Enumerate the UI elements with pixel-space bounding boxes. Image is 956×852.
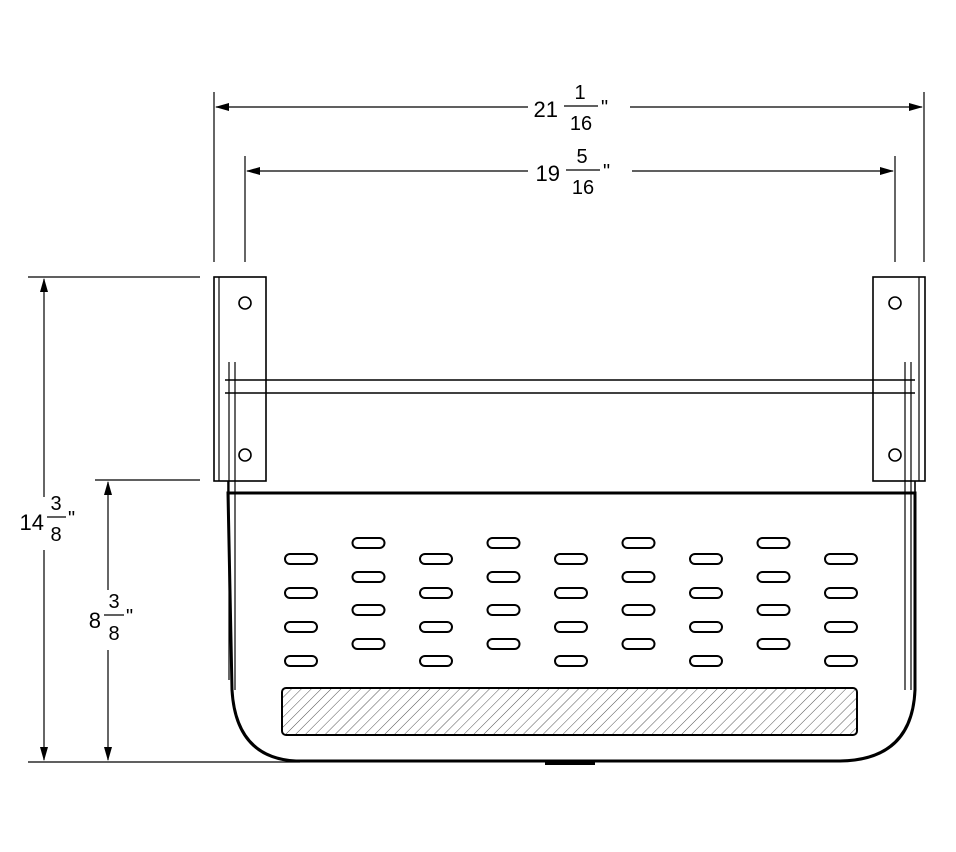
overall-width-whole: 21 xyxy=(534,97,558,122)
inner-width-unit: " xyxy=(603,161,610,183)
overall-width-numerator: 1 xyxy=(574,82,585,104)
tread-slot-pattern xyxy=(284,537,858,667)
tread-slot xyxy=(621,604,656,616)
step-height-numerator: 3 xyxy=(108,591,119,613)
tread-slot xyxy=(284,587,318,599)
left-lower-bolt-hole xyxy=(238,448,252,462)
tread-slot xyxy=(824,655,858,667)
tread-slot xyxy=(824,553,858,565)
tread-slot xyxy=(351,537,386,549)
inner-width-denominator: 16 xyxy=(572,177,594,199)
tread-slot xyxy=(554,587,588,599)
tread-slot xyxy=(351,604,386,616)
left-upper-bolt-hole xyxy=(238,296,252,310)
step-height-whole: 8 xyxy=(89,608,101,633)
overall-height-dimension: 14 3 8 " xyxy=(20,276,300,763)
tread-slot xyxy=(351,571,386,583)
tread-slot xyxy=(554,553,588,565)
tread-slot xyxy=(486,638,521,650)
overall-height-whole: 14 xyxy=(20,510,44,535)
tread-slot xyxy=(486,604,521,616)
left-mounting-bracket xyxy=(213,276,267,482)
tread-slot xyxy=(621,571,656,583)
tread-slot xyxy=(621,537,656,549)
tread-slot xyxy=(419,587,453,599)
tread-slot xyxy=(486,537,521,549)
tread-slot xyxy=(554,655,588,667)
tread-slot xyxy=(419,553,453,565)
tread-slot xyxy=(621,638,656,650)
tread-slot xyxy=(419,655,453,667)
step-height-dimension: 8 3 8 " xyxy=(89,479,200,761)
right-mounting-bracket xyxy=(872,276,926,482)
tread-slot xyxy=(824,621,858,633)
tread-slot xyxy=(689,655,723,667)
step-height-denominator: 8 xyxy=(108,623,119,645)
tread-slot xyxy=(824,587,858,599)
tread-slot xyxy=(284,553,318,565)
overall-height-unit: " xyxy=(68,508,75,530)
overall-height-numerator: 3 xyxy=(50,493,61,515)
tread-slot xyxy=(756,571,791,583)
tread-slot xyxy=(756,604,791,616)
tread-slot xyxy=(689,553,723,565)
inner-width-dimension: 19 5 16 " xyxy=(244,146,896,262)
overall-width-dimension: 21 1 16 " xyxy=(213,82,925,262)
cross-tube xyxy=(225,362,915,690)
tread-slot xyxy=(689,621,723,633)
tread-slot xyxy=(689,587,723,599)
overall-width-denominator: 16 xyxy=(570,113,592,135)
tread-slot xyxy=(351,638,386,650)
tread-slot xyxy=(284,621,318,633)
tread-slot xyxy=(419,621,453,633)
tread-slot xyxy=(486,571,521,583)
tread-slot xyxy=(554,621,588,633)
right-upper-bolt-hole xyxy=(888,296,902,310)
overall-width-unit: " xyxy=(601,97,608,119)
step-bottom-tab xyxy=(545,760,595,765)
right-lower-bolt-hole xyxy=(888,448,902,462)
overall-height-denominator: 8 xyxy=(50,524,61,546)
inner-width-numerator: 5 xyxy=(576,146,587,168)
step-tread xyxy=(226,481,917,765)
tread-slot xyxy=(756,638,791,650)
anti-slip-strip xyxy=(281,687,858,736)
tread-slot xyxy=(284,655,318,667)
step-height-unit: " xyxy=(126,606,133,628)
tread-slot xyxy=(756,537,791,549)
inner-width-whole: 19 xyxy=(536,161,560,186)
